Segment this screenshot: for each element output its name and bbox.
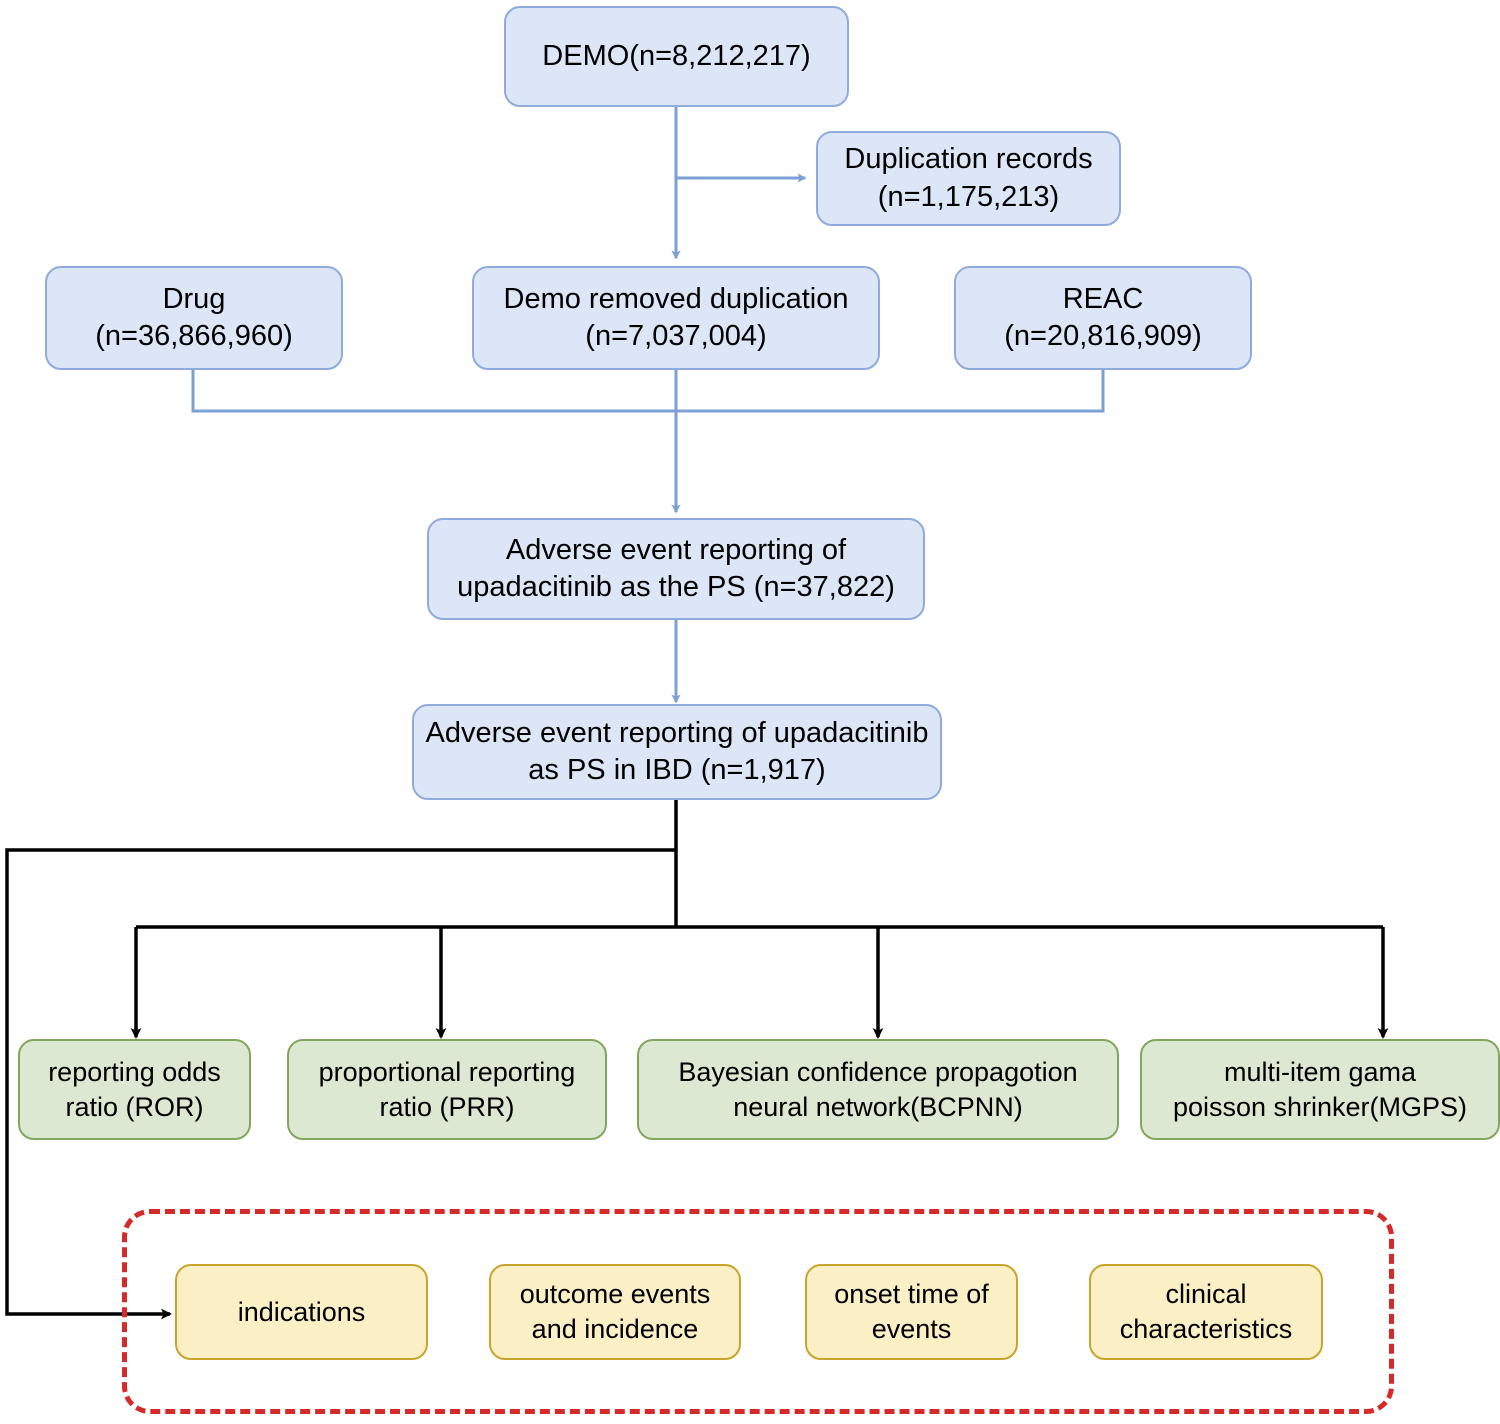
node-analysis-outcome-events[interactable]: outcome events and incidence: [489, 1264, 741, 1360]
node-demo-removed-duplication[interactable]: Demo removed duplication (n=7,037,004): [472, 266, 880, 370]
node-method-prr[interactable]: proportional reporting ratio (PRR): [287, 1039, 607, 1140]
node-analysis-outcome-events-label: outcome events and incidence: [519, 1279, 711, 1344]
node-ae-reporting-ibd-label: Adverse event reporting of upadacitinib …: [425, 716, 929, 786]
node-duplication-records[interactable]: Duplication records (n=1,175,213): [816, 131, 1121, 226]
node-reac-label: REAC (n=20,816,909): [1004, 282, 1202, 352]
node-drug[interactable]: Drug (n=36,866,960): [45, 266, 343, 370]
node-demo-removed-duplication-label: Demo removed duplication (n=7,037,004): [503, 282, 849, 352]
node-demo-label: DEMO(n=8,212,217): [542, 39, 811, 72]
node-method-bcpnn-label: Bayesian confidence propagotion neural n…: [678, 1056, 1078, 1122]
node-method-ror-label: reporting odds ratio (ROR): [48, 1056, 221, 1122]
node-analysis-clinical-characteristics[interactable]: clinical characteristics: [1089, 1264, 1323, 1360]
node-method-bcpnn[interactable]: Bayesian confidence propagotion neural n…: [637, 1039, 1119, 1140]
node-reac[interactable]: REAC (n=20,816,909): [954, 266, 1252, 370]
node-demo[interactable]: DEMO(n=8,212,217): [504, 6, 849, 107]
node-analysis-indications[interactable]: indications: [175, 1264, 428, 1360]
node-ae-reporting-ps[interactable]: Adverse event reporting of upadacitinib …: [427, 518, 925, 620]
node-ae-reporting-ibd[interactable]: Adverse event reporting of upadacitinib …: [412, 704, 942, 800]
node-duplication-records-label: Duplication records (n=1,175,213): [844, 143, 1093, 213]
connector-merge-bus: [191, 370, 1105, 413]
node-method-prr-label: proportional reporting ratio (PRR): [318, 1056, 576, 1122]
node-analysis-onset-time[interactable]: onset time of events: [805, 1264, 1018, 1360]
node-analysis-onset-time-label: onset time of events: [834, 1279, 989, 1344]
node-method-mgps-label: multi-item gama poisson shrinker(MGPS): [1172, 1056, 1468, 1122]
node-analysis-indications-label: indications: [237, 1296, 366, 1327]
node-method-ror[interactable]: reporting odds ratio (ROR): [18, 1039, 251, 1140]
connector-aeibd-to-indications: [5, 848, 676, 1320]
node-analysis-clinical-characteristics-label: clinical characteristics: [1119, 1279, 1293, 1344]
node-method-mgps[interactable]: multi-item gama poisson shrinker(MGPS): [1140, 1039, 1500, 1140]
analysis-group-container: [122, 1209, 1394, 1414]
node-ae-reporting-ps-label: Adverse event reporting of upadacitinib …: [457, 533, 895, 603]
node-drug-label: Drug (n=36,866,960): [95, 282, 293, 352]
